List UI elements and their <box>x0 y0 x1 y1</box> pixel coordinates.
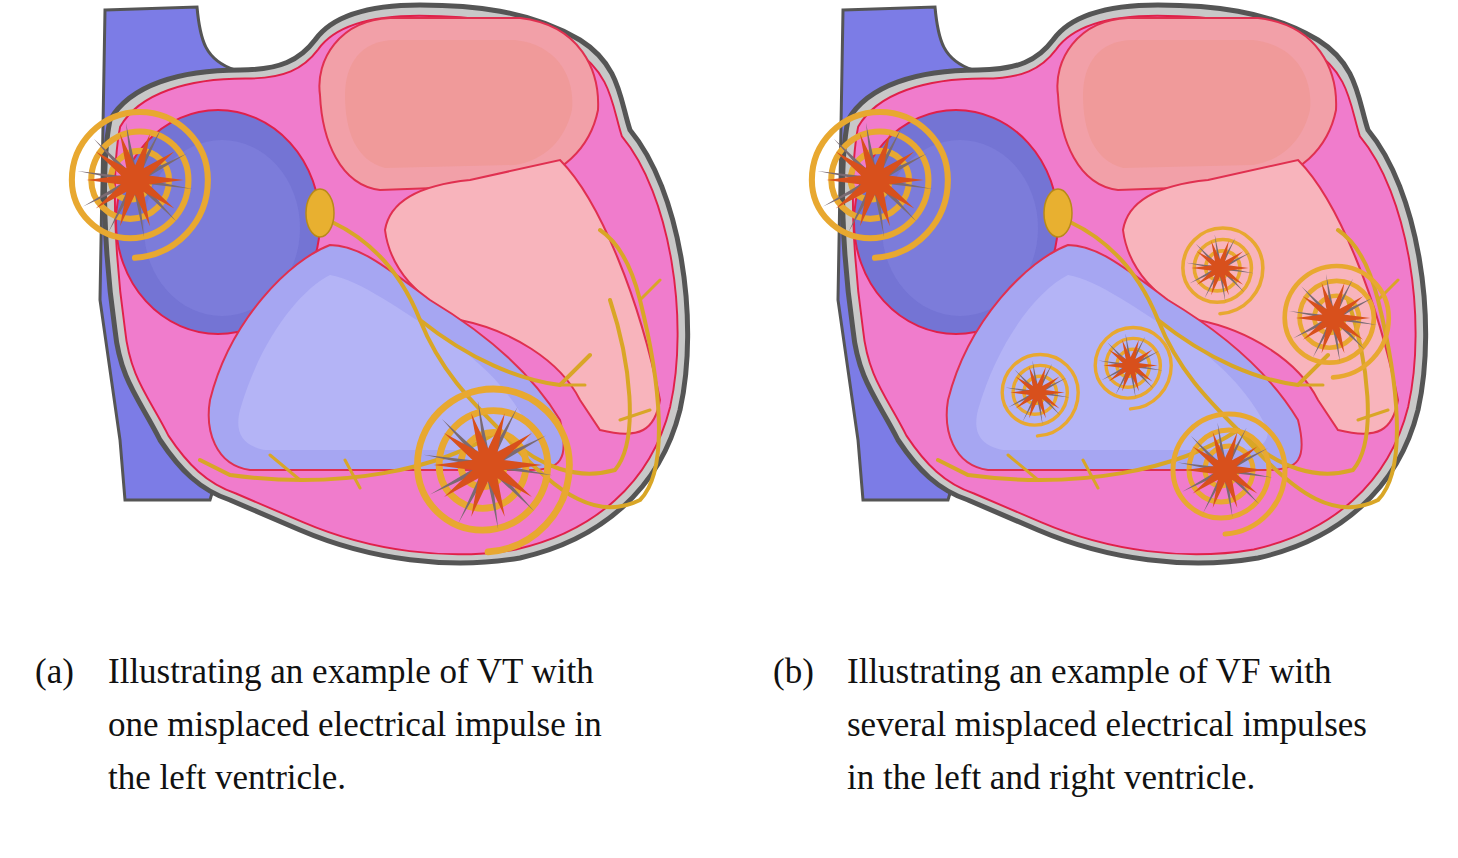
impulse-spiral <box>414 389 569 552</box>
impulse-spiral <box>1282 266 1388 377</box>
impulse-spiral <box>809 112 948 258</box>
conduction-system <box>200 222 660 507</box>
heart-wall <box>105 5 688 563</box>
left-atrium-inner <box>345 40 572 168</box>
impulse-spiral <box>1093 328 1171 409</box>
impulse-spiral <box>1181 228 1263 314</box>
impulse-spiral <box>69 112 208 258</box>
subfigure-letter-text: (b) <box>773 652 814 691</box>
myocardium <box>115 16 678 554</box>
subfigure-caption-text: Illustrating an example of VF with sever… <box>847 652 1367 797</box>
subfigure-caption-text: Illustrating an example of VT with one m… <box>108 652 602 797</box>
impulse-spiral <box>1170 414 1285 534</box>
impulse-spiral <box>1000 355 1078 436</box>
subfigure-caption: Illustrating an example of VF with sever… <box>847 645 1377 804</box>
sa-node <box>306 189 334 237</box>
subfigure-letter: (b) <box>773 645 839 698</box>
heart-drawing <box>838 5 1426 563</box>
heart-drawing <box>100 5 688 563</box>
subfigure-letter: (a) <box>35 645 101 698</box>
subfigure-caption: Illustrating an example of VT with one m… <box>108 645 638 804</box>
subfigure-letter-text: (a) <box>35 652 74 691</box>
